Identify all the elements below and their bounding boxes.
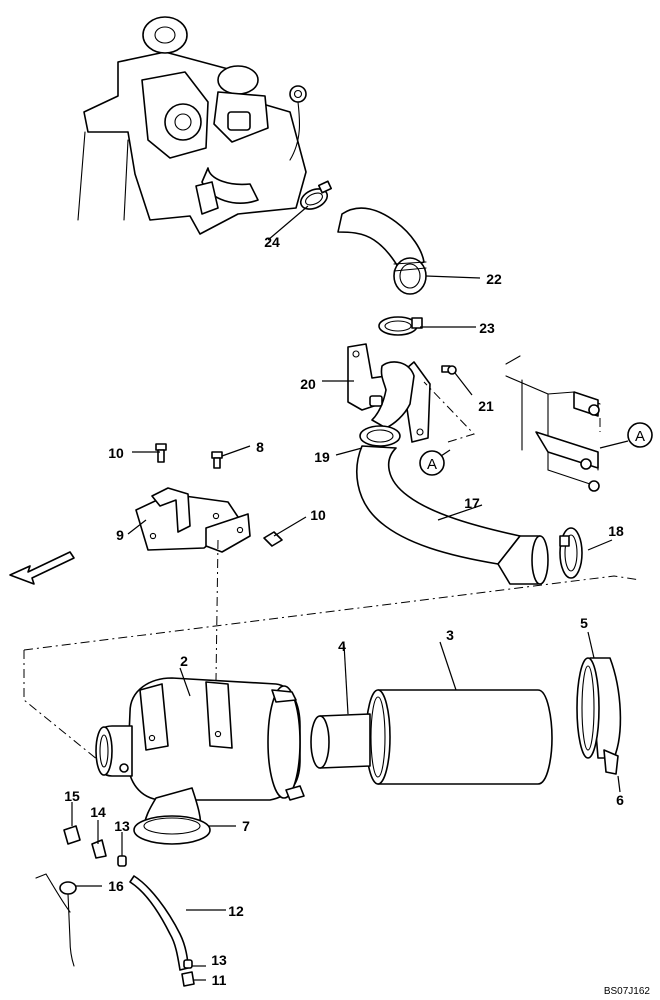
- part-label: 4: [338, 638, 346, 654]
- engine-turbocharger-assembly: [77, 16, 307, 235]
- part-label: 10: [108, 445, 124, 461]
- part-label: 17: [464, 495, 480, 511]
- dust-evacuator-valve: [133, 787, 211, 845]
- detail-a-mounting-bracket: [505, 355, 601, 492]
- intake-hose: [356, 445, 583, 585]
- part-label: 14: [90, 804, 106, 820]
- part-label: 18: [608, 523, 624, 539]
- air-cleaner-cover: [576, 657, 622, 775]
- reference-lines: [23, 381, 641, 761]
- air-cleaner-housing: [95, 677, 305, 801]
- drawing-code: BS07J162: [604, 986, 651, 997]
- part-label: 7: [242, 818, 250, 834]
- part-label: 10: [310, 507, 326, 523]
- part-label: 9: [116, 527, 124, 543]
- part-label: 16: [108, 878, 124, 894]
- part-label: 13: [211, 952, 227, 968]
- callout-a-detail: A: [627, 422, 653, 448]
- fitting-parts: [35, 825, 195, 987]
- front-direction-arrow: [9, 551, 75, 585]
- part-label: 23: [479, 320, 495, 336]
- hose-clamp-mid: [378, 316, 423, 336]
- part-label: 11: [212, 972, 227, 988]
- part-label: 5: [580, 615, 588, 631]
- part-label: 8: [256, 439, 264, 455]
- part-label: 13: [114, 818, 130, 834]
- part-number-labels: 2 3 4 5 6 7 8 9 10 10 11 12 13 13 14 15 …: [64, 234, 624, 988]
- callout-a-main: A: [419, 450, 445, 476]
- callout-a-label: A: [635, 428, 645, 445]
- inner-filter-element: [310, 713, 371, 769]
- part-label: 6: [616, 792, 624, 808]
- part-label: 21: [478, 398, 494, 414]
- callout-a-label: A: [427, 456, 437, 473]
- filter-mounting-bracket: [135, 443, 283, 553]
- part-label: 12: [228, 903, 244, 919]
- outer-filter-element: [365, 689, 553, 785]
- intake-elbow-hose: [337, 207, 427, 295]
- part-label: 19: [314, 449, 330, 465]
- part-label: 20: [300, 376, 316, 392]
- part-label: 15: [64, 788, 80, 804]
- part-label: 2: [180, 653, 188, 669]
- pipe-bracket-assembly: [347, 343, 457, 447]
- part-label: 3: [446, 627, 454, 643]
- part-label: 22: [486, 271, 502, 287]
- leader-lines: [71, 205, 629, 981]
- hose-clamp-upper: [299, 180, 333, 210]
- part-label: 24: [264, 234, 280, 250]
